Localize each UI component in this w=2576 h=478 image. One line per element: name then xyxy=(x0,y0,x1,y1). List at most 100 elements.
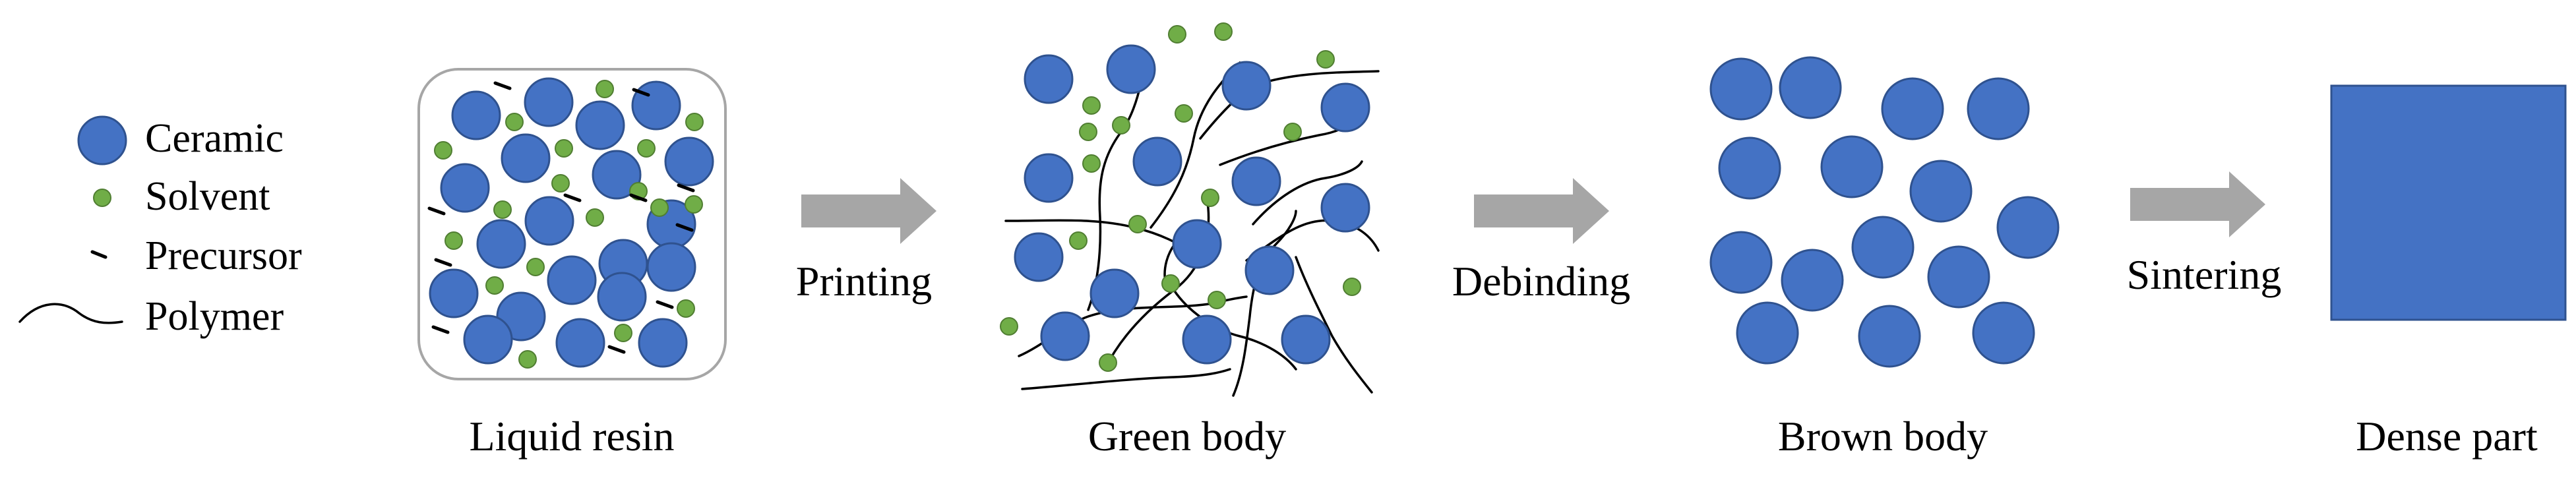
resin-ceramic-particle xyxy=(524,196,574,246)
resin-ceramic-particle xyxy=(451,90,501,140)
brown-ceramic-particle xyxy=(1781,249,1844,312)
resin-ceramic-particle xyxy=(524,77,574,127)
resin-solvent-droplet xyxy=(637,139,656,158)
resin-precursor-mark xyxy=(427,206,446,216)
liquid-resin-label: Liquid resin xyxy=(469,413,674,460)
green-solvent-droplet xyxy=(1128,215,1147,233)
brown-body-label: Brown body xyxy=(1778,413,1988,460)
green-ceramic-particles xyxy=(1014,44,1370,365)
green-body-label: Green body xyxy=(1088,413,1286,460)
green-ceramic-particle xyxy=(1244,245,1295,295)
green-solvent-droplet xyxy=(1079,123,1097,141)
green-ceramic-particle xyxy=(1172,219,1222,269)
resin-solvent-droplet xyxy=(555,139,573,158)
brown-ceramic-particle xyxy=(1927,245,1990,309)
legend-precursor-icon xyxy=(90,250,107,259)
green-solvent-droplet xyxy=(1343,278,1361,296)
brown-ceramic-particle xyxy=(1881,77,1944,140)
resin-solvent-droplet xyxy=(596,80,614,98)
dense-part-label: Dense part xyxy=(2356,413,2538,460)
green-ceramic-particle xyxy=(1320,183,1370,233)
resin-precursor-mark xyxy=(656,300,674,309)
green-solvent-droplet xyxy=(1099,353,1117,372)
resin-solvent-droplet xyxy=(493,200,512,219)
green-solvent-droplet xyxy=(1168,25,1186,44)
brown-ceramic-particle xyxy=(1820,135,1884,198)
green-solvent-droplet xyxy=(1000,317,1018,336)
brown-ceramic-particle xyxy=(1972,301,2035,365)
resin-precursor-marks xyxy=(427,81,695,354)
resin-precursor-mark xyxy=(431,325,450,334)
printing-label: Printing xyxy=(796,258,932,305)
legend-solvent-label: Solvent xyxy=(145,174,270,219)
resin-ceramic-particle xyxy=(664,136,714,187)
dense-part-stage: Dense part xyxy=(2330,84,2567,460)
green-ceramic-particle xyxy=(1132,136,1182,187)
green-ceramic-particle xyxy=(1089,268,1140,318)
green-solvent-droplet xyxy=(1082,96,1101,115)
resin-solvent-droplet xyxy=(485,276,504,295)
resin-ceramic-particle xyxy=(501,133,551,183)
resin-solvent-droplet xyxy=(586,208,604,227)
brown-ceramic-particle xyxy=(1709,231,1773,294)
green-ceramic-particle xyxy=(1106,44,1156,94)
green-solvent-droplet xyxy=(1175,104,1193,123)
legend-solvent-icon xyxy=(93,189,111,207)
green-ceramic-particle xyxy=(1221,61,1272,111)
brown-ceramic-particle xyxy=(1851,216,1915,279)
resin-solvent-droplet xyxy=(445,231,463,250)
liquid-resin-stage: Liquid resin xyxy=(417,68,727,460)
resin-solvent-droplet xyxy=(518,350,537,369)
green-ceramic-particle xyxy=(1024,153,1074,203)
resin-precursor-mark xyxy=(607,345,626,354)
resin-ceramic-particle xyxy=(463,314,513,365)
legend-polymer-icon xyxy=(18,303,123,324)
printing-step: Printing xyxy=(796,178,936,305)
brown-ceramic-particle xyxy=(1967,77,2030,140)
green-ceramic-particle xyxy=(1040,311,1090,361)
resin-ceramic-particle xyxy=(638,318,688,368)
brown-ceramic-particle xyxy=(1779,56,1842,119)
brown-ceramic-particle xyxy=(1736,301,1799,365)
resin-ceramic-particle xyxy=(476,219,526,269)
resin-solvent-droplet xyxy=(650,198,669,217)
resin-solvent-droplet xyxy=(551,174,570,193)
resin-solvent-droplet xyxy=(677,299,695,318)
legend-precursor-label: Precursor xyxy=(145,233,302,278)
resin-ceramic-particle xyxy=(440,163,490,213)
green-ceramic-particle xyxy=(1320,82,1370,133)
resin-solvent-droplets xyxy=(434,80,704,369)
resin-precursor-mark xyxy=(632,88,650,97)
sintering-label: Sintering xyxy=(2127,251,2282,298)
resin-solvent-droplet xyxy=(505,113,524,131)
legend-polymer-label: Polymer xyxy=(145,294,284,339)
resin-precursor-mark xyxy=(434,258,452,267)
resin-precursor-mark xyxy=(563,193,582,202)
resin-ceramic-particle xyxy=(555,318,605,368)
resin-solvent-droplet xyxy=(434,141,452,160)
brown-ceramic-particle xyxy=(1709,57,1773,121)
green-ceramic-particle xyxy=(1231,156,1281,206)
green-solvent-droplet xyxy=(1082,154,1101,173)
resin-ceramic-particle xyxy=(547,255,597,305)
green-body-stage: Green body xyxy=(1000,22,1380,460)
green-solvent-droplet xyxy=(1201,189,1219,207)
green-solvent-droplet xyxy=(1161,274,1180,293)
resin-ceramic-particle xyxy=(592,150,642,200)
green-ceramic-particle xyxy=(1024,54,1074,104)
resin-precursor-mark xyxy=(677,183,695,193)
resin-ceramic-particle xyxy=(575,100,625,150)
sintering-arrow xyxy=(2130,171,2265,237)
green-solvent-droplet xyxy=(1214,22,1233,41)
legend-ceramic-label: Ceramic xyxy=(145,116,284,161)
brown-ceramic-particle xyxy=(1909,160,1973,223)
brown-body-stage: Brown body xyxy=(1709,56,2060,460)
green-solvent-droplet xyxy=(1208,291,1226,309)
debinding-arrow xyxy=(1474,178,1609,244)
resin-ceramic-particle xyxy=(597,272,647,322)
debinding-label: Debinding xyxy=(1452,258,1630,305)
resin-precursor-mark xyxy=(493,81,512,90)
legend: Ceramic Solvent Precursor Polymer xyxy=(18,115,302,339)
brown-ceramic-particle xyxy=(1996,196,2060,259)
